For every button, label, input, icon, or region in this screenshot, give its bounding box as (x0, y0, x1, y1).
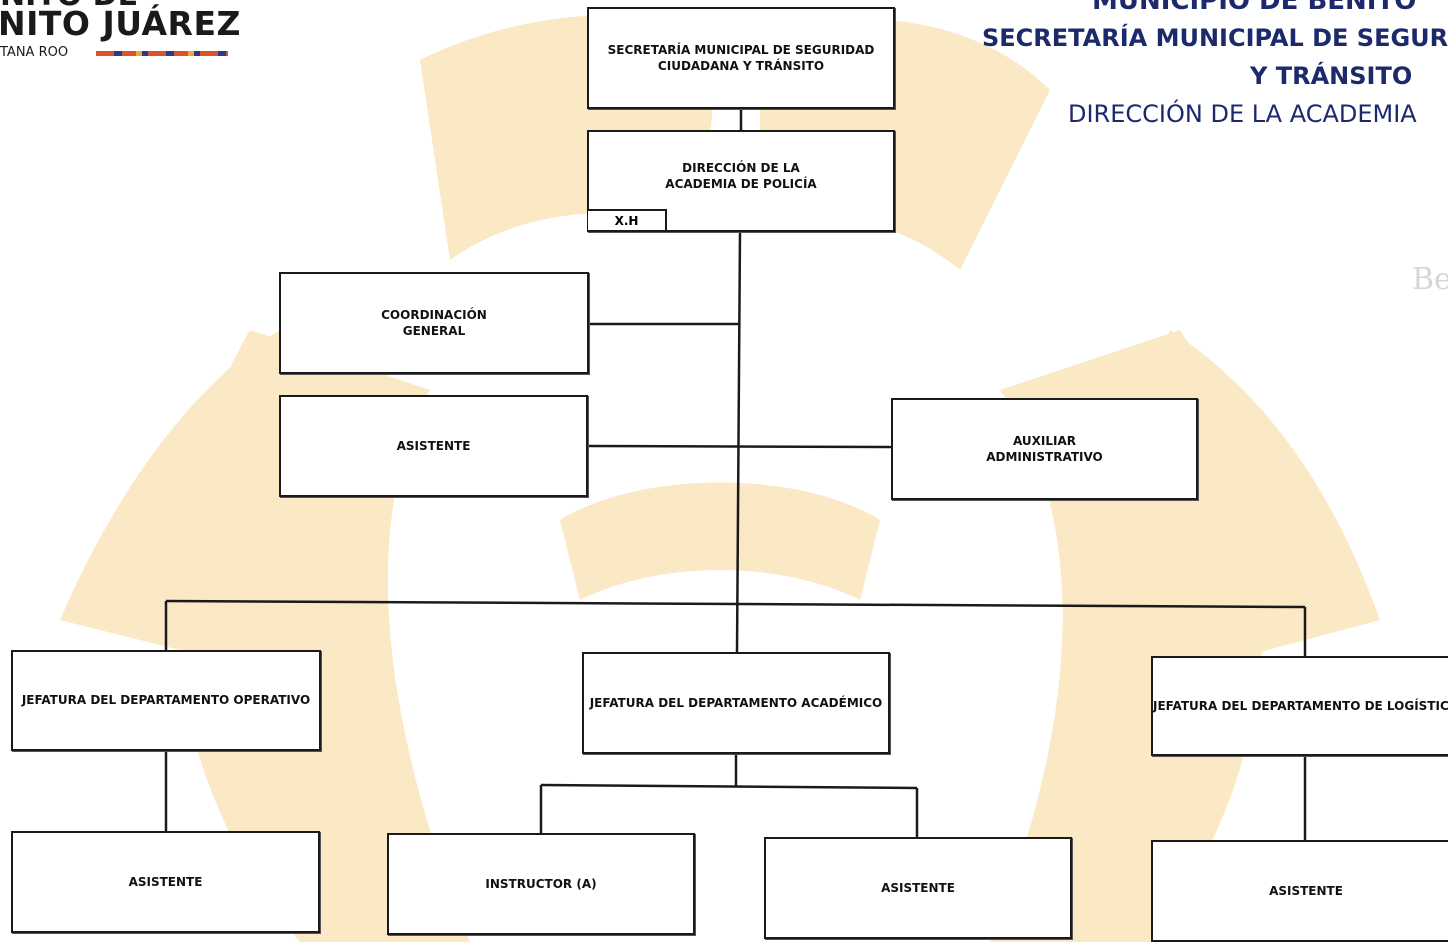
header-transito: Y TRÁNSITO (1250, 62, 1413, 90)
side-watermark-text: Be (1412, 262, 1448, 297)
box-asistente-logistica: ASISTENTE (1151, 840, 1448, 942)
box-auxiliar-administrativo: AUXILIAR ADMINISTRATIVO (891, 398, 1198, 500)
header-municipio: MUNICIPIO DE BENITO (1092, 0, 1417, 16)
box-asistente-direccion: ASISTENTE (279, 395, 588, 497)
box-secretaria: SECRETARÍA MUNICIPAL DE SEGURIDAD CIUDAD… (587, 7, 895, 109)
logo-municipio-text: NITO DE (0, 0, 138, 13)
logo-state-text: TANA ROO (0, 45, 69, 60)
logo-color-stripe (96, 51, 228, 56)
box-asistente-academico: ASISTENTE (764, 837, 1072, 939)
header-direccion: DIRECCIÓN DE LA ACADEMIA (1068, 100, 1417, 128)
logo-benito-juarez-text: NITO JUÁREZ (0, 4, 241, 43)
box-jefatura-logistica: JEFATURA DEL DEPARTAMENTO DE LOGÍSTICA (1151, 656, 1448, 756)
box-asistente-operativo: ASISTENTE (11, 831, 320, 933)
tag-xh: X.H (588, 209, 667, 230)
box-coordinacion-general: COORDINACIÓN GENERAL (279, 272, 589, 374)
box-instructor: INSTRUCTOR (A) (387, 833, 695, 935)
box-jefatura-academico: JEFATURA DEL DEPARTAMENTO ACADÉMICO (582, 652, 890, 754)
header-secretaria: SECRETARÍA MUNICIPAL DE SEGURI (982, 24, 1448, 52)
box-jefatura-operativo: JEFATURA DEL DEPARTAMENTO OPERATIVO (11, 650, 321, 751)
